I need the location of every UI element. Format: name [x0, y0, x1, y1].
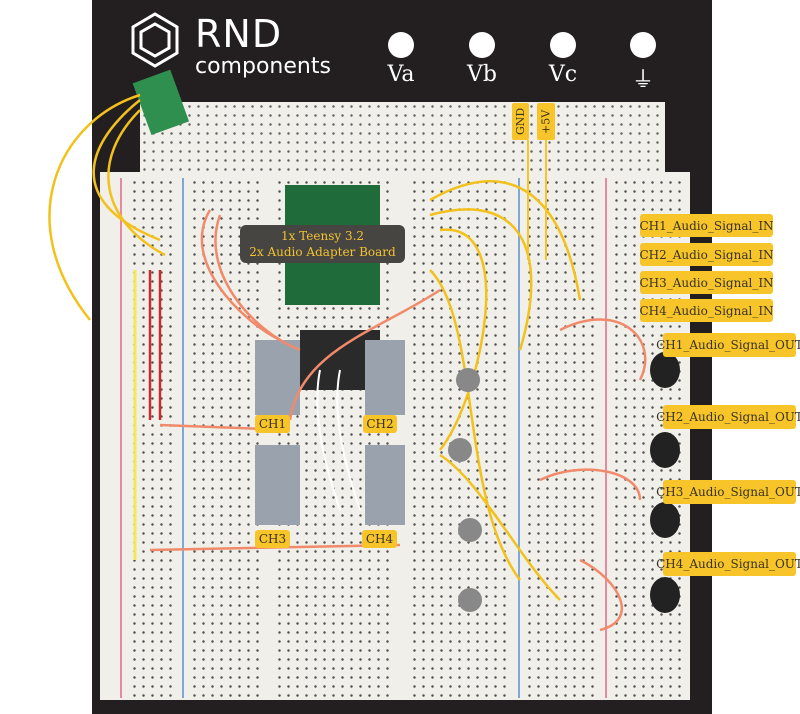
- plus5v-label: +5V: [537, 103, 555, 140]
- terminal-vb-label: Vb: [467, 62, 497, 87]
- controller-label: 1x Teensy 3.2 2x Audio Adapter Board: [240, 225, 405, 263]
- ch2-input-label: CH2_Audio_Signal_IN: [639, 243, 774, 266]
- terminal-ground-hole: [630, 32, 656, 58]
- terminal-vb-hole: [469, 32, 495, 58]
- ch2-label: CH2: [363, 415, 397, 433]
- ch4-label: CH4: [362, 530, 397, 548]
- gnd-label: GND: [512, 103, 529, 140]
- ch3-label: CH3: [255, 530, 290, 548]
- ch4-input-label: CH4_Audio_Signal_IN: [639, 299, 774, 322]
- connector-block: [132, 69, 190, 136]
- led-bar-ch1: [255, 340, 300, 415]
- controller-label-line1: 1x Teensy 3.2: [280, 229, 365, 243]
- ch4-output-label: CH4_Audio_Signal_OUT: [656, 552, 800, 576]
- logo-icon: [131, 12, 179, 68]
- power-rail-line: [518, 178, 520, 698]
- ch1-label: CH1: [255, 415, 290, 433]
- breadboard-strip: [525, 178, 600, 698]
- logo-brand: RND: [195, 12, 283, 56]
- led-bar-ch3: [255, 445, 300, 525]
- terminal-vc-hole: [550, 32, 576, 58]
- top-power-rail: [140, 102, 665, 172]
- terminal-va-hole: [388, 32, 414, 58]
- terminal-va-label: Va: [387, 62, 415, 87]
- breadboard-strip: [190, 178, 260, 698]
- power-rail-line: [605, 178, 607, 698]
- power-rail-line: [120, 178, 122, 698]
- terminal-ground-label: ⏚: [631, 68, 654, 93]
- breadboard-strip: [130, 178, 175, 698]
- terminal-vc-label: Vc: [548, 62, 578, 87]
- led-bar-ch2: [365, 340, 405, 415]
- ch1-input-label: CH1_Audio_Signal_IN: [639, 214, 774, 237]
- controller-label-line2: 2x Audio Adapter Board: [249, 245, 396, 259]
- power-rail-line: [182, 178, 184, 698]
- ch2-output-label: CH2_Audio_Signal_OUT: [656, 405, 800, 429]
- ch1-output-label: CH1_Audio_Signal_OUT: [656, 333, 800, 357]
- logo-subtitle: components: [195, 54, 331, 79]
- ch3-input-label: CH3_Audio_Signal_IN: [639, 271, 774, 294]
- ch3-output-label: CH3_Audio_Signal_OUT: [656, 480, 800, 504]
- led-bar-ch4: [365, 445, 405, 525]
